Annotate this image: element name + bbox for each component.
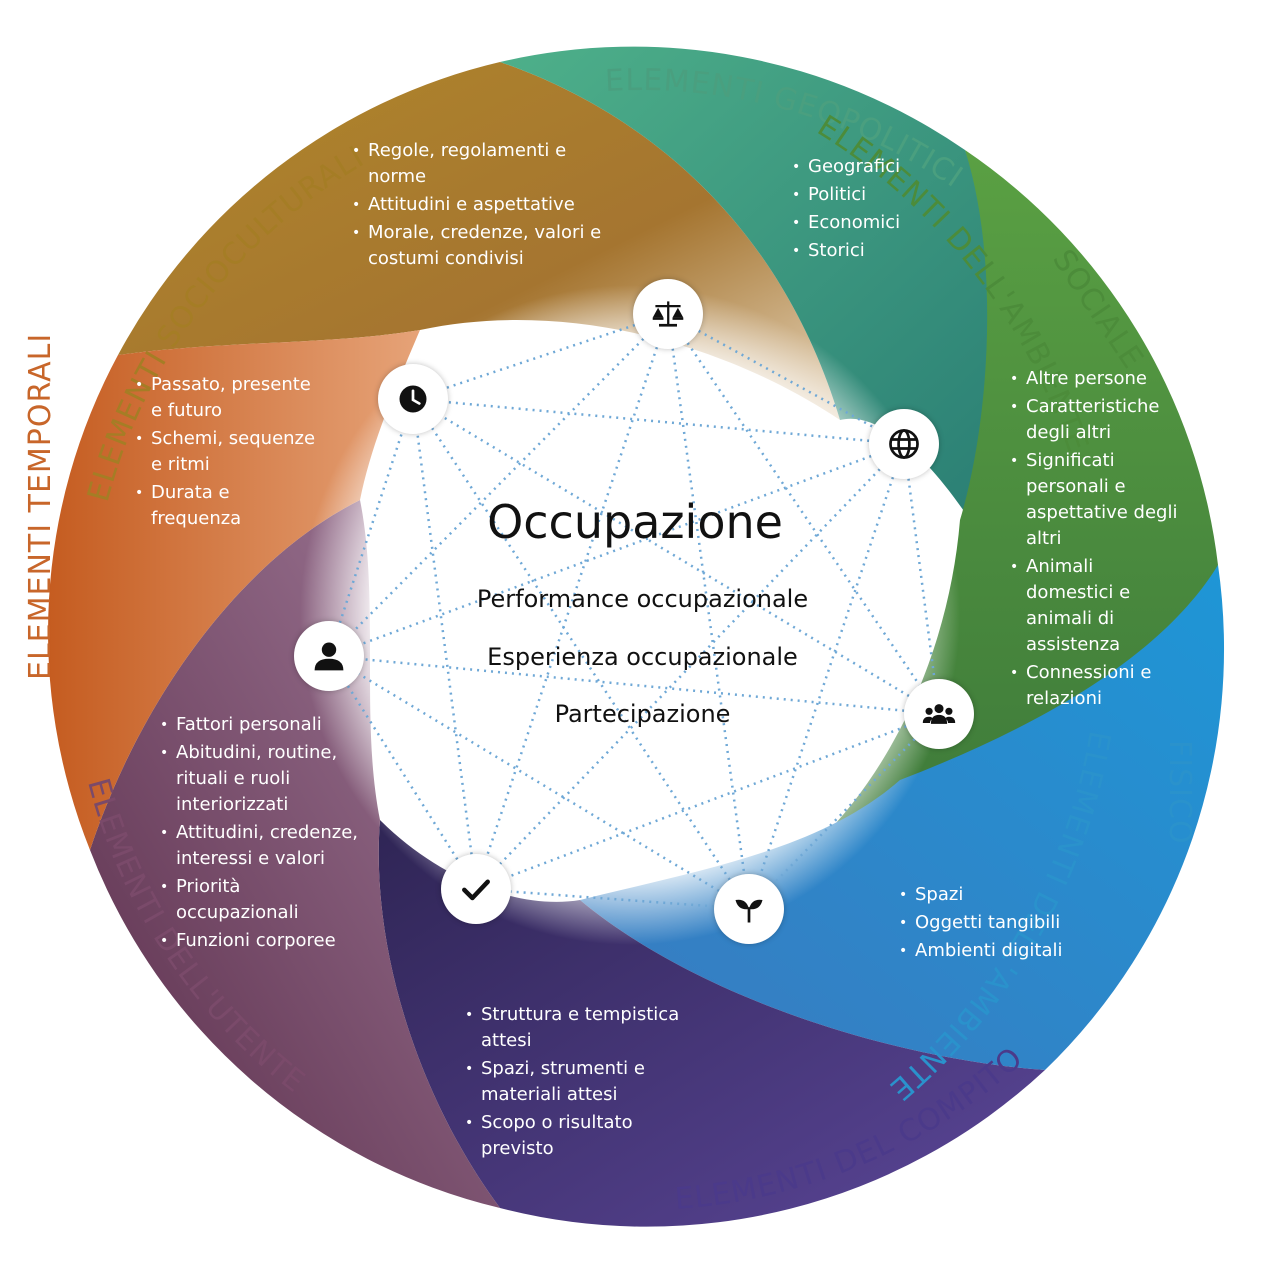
physical-list-item: Spazi [897, 882, 1097, 908]
group-icon [922, 704, 956, 724]
client-list-item: Attitudini, credenze, interessi e valori [158, 820, 368, 872]
list-physical: SpaziOggetti tangibiliAmbienti digitali [897, 882, 1097, 966]
sociocultural-list-item: Regole, regolamenti e norme [350, 138, 610, 190]
center-glow [300, 285, 960, 945]
ring-subtitle-physical: FISICO [1162, 740, 1197, 845]
scale-icon [652, 301, 684, 327]
sociocultural-list-item: Morale, credenze, valori e costumi condi… [350, 220, 610, 272]
scale-icon-node [633, 279, 703, 349]
list-sociocultural: Regole, regolamenti e normeAttitudini e … [350, 138, 610, 274]
social-list-item: Caratteristiche degli altri [1008, 394, 1183, 446]
globe-icon [889, 429, 919, 459]
social-list-item: Significati personali e aspettative degl… [1008, 448, 1183, 552]
center-line-participation: Partecipazione [554, 700, 731, 728]
task-list-item: Struttura e tempistica attesi [463, 1002, 693, 1054]
ring-title-temporal: ELEMENTI TEMPORALI [23, 333, 58, 680]
social-list-item: Animali domestici e animali di assistenz… [1008, 554, 1183, 658]
geopolitical-list-item: Politici [790, 182, 970, 208]
network-link [412, 312, 669, 401]
center-line-performance: Performance occupazionale [476, 585, 809, 613]
list-task: Struttura e tempistica attesiSpazi, stru… [463, 1002, 693, 1164]
list-temporal: Passato, presente e futuroSchemi, sequen… [133, 372, 323, 534]
network-link [412, 397, 905, 446]
physical-list-item: Ambienti digitali [897, 938, 1097, 964]
network-link [667, 312, 905, 446]
person-icon-node [294, 621, 364, 691]
sprout-icon-node [714, 874, 784, 944]
social-list-item: Connessioni e relazioni [1008, 660, 1183, 712]
globe-icon-node [869, 409, 939, 479]
client-list-item: Funzioni corporee [158, 928, 368, 954]
list-geopolitical: GeograficiPoliticiEconomiciStorici [790, 154, 970, 266]
group-icon-node [904, 679, 974, 749]
network-link [327, 398, 415, 657]
center-line-experience: Esperienza occupazionale [487, 643, 798, 671]
check-icon [462, 879, 490, 901]
sprout-icon [735, 899, 763, 923]
client-list-item: Abitudini, routine, rituali e ruoli inte… [158, 740, 368, 818]
physical-list-item: Oggetti tangibili [897, 910, 1097, 936]
clock-icon-node [378, 364, 448, 434]
task-list-item: Spazi, strumenti e materiali attesi [463, 1056, 693, 1108]
geopolitical-list-item: Storici [790, 238, 970, 264]
sociocultural-list-item: Attitudini e aspettative [350, 192, 610, 218]
temporal-list-item: Schemi, sequenze e ritmi [133, 426, 323, 478]
list-client: Fattori personaliAbitudini, routine, rit… [158, 712, 368, 956]
network-link [475, 443, 905, 890]
person-icon [314, 642, 344, 671]
network-link [474, 313, 670, 890]
center-title: Occupazione [487, 495, 783, 549]
temporal-list-item: Durata e frequenza [133, 480, 323, 532]
network-link [328, 654, 750, 911]
temporal-list-item: Passato, presente e futuro [133, 372, 323, 424]
geopolitical-list-item: Economici [790, 210, 970, 236]
social-list-item: Altre persone [1008, 366, 1183, 392]
client-list-item: Fattori personali [158, 712, 368, 738]
network-link [747, 443, 906, 910]
clock-icon [399, 385, 427, 413]
client-list-item: Priorità occupazionali [158, 874, 368, 926]
check-icon-node [441, 854, 511, 924]
list-social: Altre personeCaratteristiche degli altri… [1008, 366, 1183, 714]
geopolitical-list-item: Geografici [790, 154, 970, 180]
network-links [327, 312, 941, 911]
task-list-item: Scopo o risultato previsto [463, 1110, 693, 1162]
